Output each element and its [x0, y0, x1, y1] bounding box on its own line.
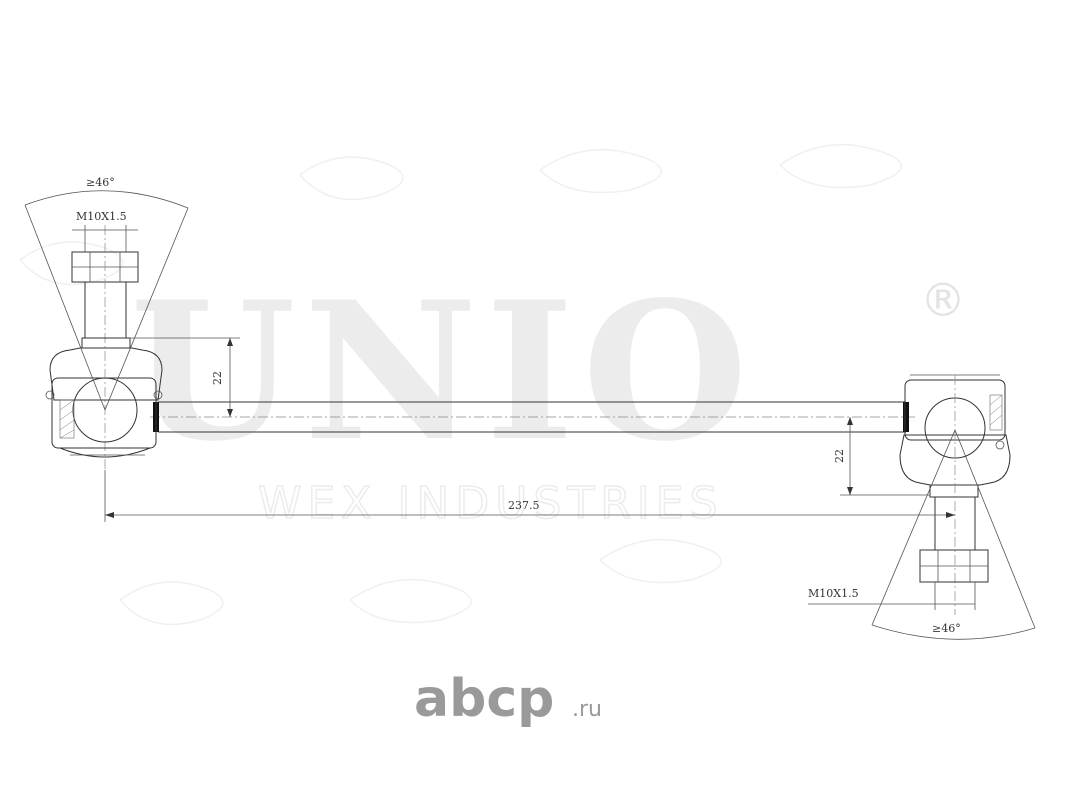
- left-ball: [72, 377, 138, 443]
- right-angle-label: ≥46°: [932, 622, 961, 635]
- watermark-swirls: [19, 143, 902, 626]
- watermark-registered-mark: ®: [920, 273, 966, 327]
- abcp-logo-text: abcp: [414, 669, 554, 729]
- length-label: 237.5: [508, 499, 540, 512]
- dimension-lines: [24, 190, 1036, 640]
- right-bar-end-cap: [903, 402, 909, 432]
- abcp-logo: abcp .ru: [414, 669, 602, 729]
- watermark: UNIO ® WEX INDUSTRIES: [19, 143, 966, 626]
- abcp-logo-suffix: .ru: [572, 697, 602, 722]
- left-angle-label: ≥46°: [86, 176, 115, 189]
- left-height-label: 22: [211, 371, 224, 385]
- watermark-subtitle: WEX INDUSTRIES: [258, 478, 724, 529]
- right-ball-joint: [899, 374, 1011, 615]
- right-thread-label: M10X1.5: [808, 587, 859, 600]
- left-ball-joint: [45, 225, 163, 470]
- watermark-brand: UNIO: [130, 260, 756, 483]
- right-height-label: 22: [833, 449, 846, 463]
- left-thread-label: M10X1.5: [76, 210, 127, 223]
